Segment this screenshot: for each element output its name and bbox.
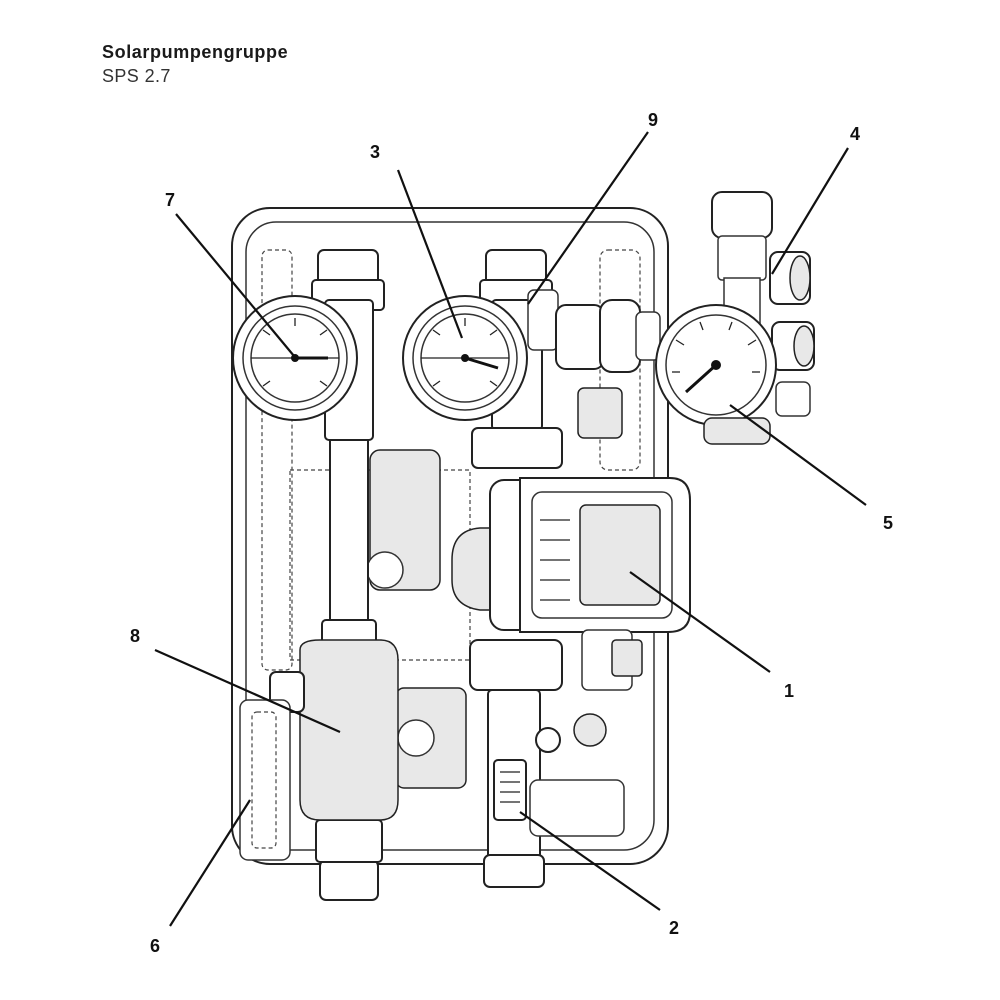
- callout-5: 5: [883, 513, 893, 533]
- flowmeter-body: [239, 639, 399, 861]
- leader-line-3: [396, 169, 464, 339]
- leader-line-1: [629, 571, 771, 673]
- leader-line-6: [169, 799, 251, 927]
- callout-9: 9: [648, 110, 658, 130]
- leader-line-8: [154, 648, 341, 734]
- flow-regulator: [493, 713, 625, 837]
- callout-2: 2: [669, 918, 679, 938]
- callout-3: 3: [370, 142, 380, 162]
- leader-line-7: [175, 213, 295, 357]
- callout-lines: [154, 131, 867, 927]
- leader-line-4: [771, 147, 849, 275]
- callout-7: 7: [165, 190, 175, 210]
- thermometer-return: [232, 295, 358, 421]
- callout-1: 1: [784, 681, 794, 701]
- diagram-subtitle: SPS 2.7: [102, 66, 171, 86]
- leader-line-2: [519, 811, 661, 911]
- leader-line-5: [729, 404, 867, 506]
- pressure-gauge: [655, 304, 777, 445]
- callout-labels: 1 2 3 4 5 6 7 8 9: [130, 110, 893, 956]
- callout-4: 4: [850, 124, 860, 144]
- callout-6: 6: [150, 936, 160, 956]
- leader-line-9: [527, 131, 649, 305]
- callout-8: 8: [130, 626, 140, 646]
- diagram-title: Solarpumpengruppe: [102, 42, 289, 62]
- thermometer-supply: [402, 295, 528, 421]
- check-valve: [527, 289, 661, 439]
- safety-valve: [711, 191, 815, 417]
